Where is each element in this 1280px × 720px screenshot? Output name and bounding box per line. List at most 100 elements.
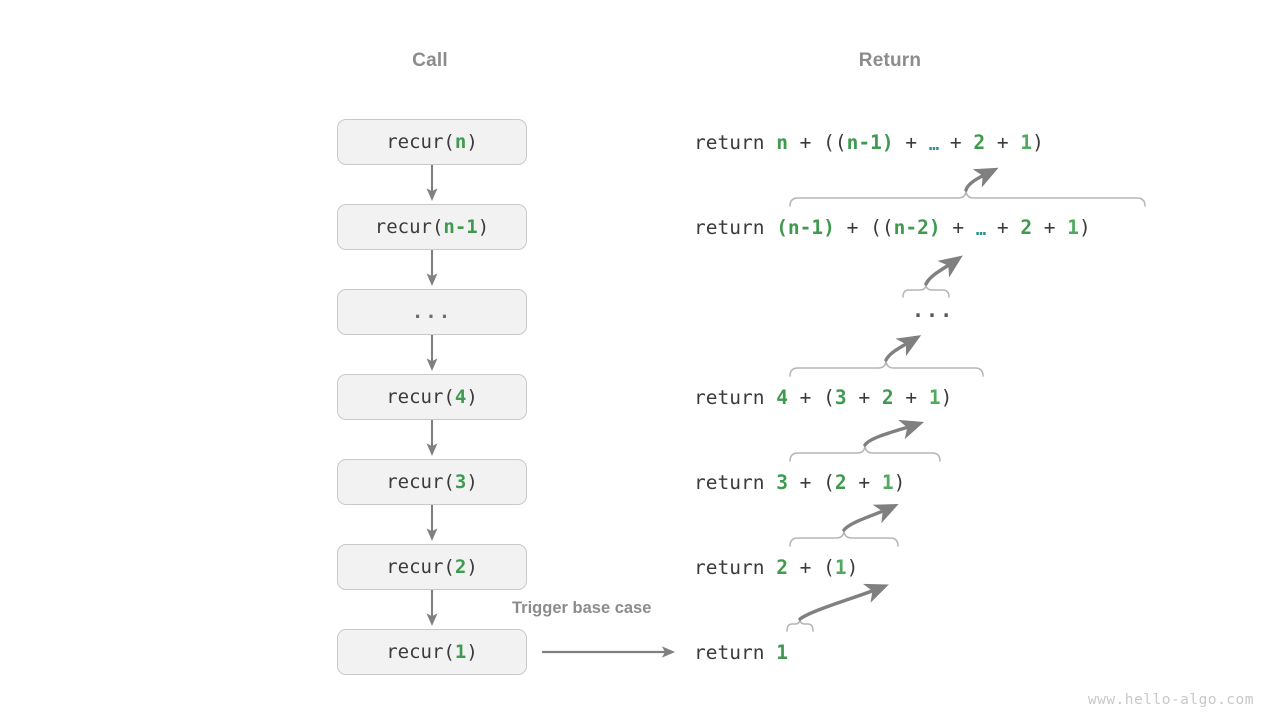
watermark: www.hello-algo.com xyxy=(1087,692,1254,708)
return-keyword: return xyxy=(694,470,777,494)
call-box-arg: 1 xyxy=(454,641,467,663)
return-close-paren: ) xyxy=(846,555,859,579)
return-operand-2: 2 xyxy=(1020,215,1033,239)
return-keyword: return xyxy=(694,215,777,239)
return-middle-ellipsis: ... xyxy=(912,298,955,322)
brace-over-line-4 xyxy=(789,359,984,377)
return-operand-1: 1 xyxy=(776,640,788,664)
return-op: + xyxy=(940,215,976,239)
call-box-suffix: ) xyxy=(466,641,478,663)
return-open-paren: (( xyxy=(870,215,894,239)
return-operand-2: 2 xyxy=(881,385,894,409)
call-box-arg: 2 xyxy=(454,556,467,578)
return-operand-3: 3 xyxy=(776,470,788,494)
return-close-paren-inner: ) xyxy=(928,215,941,239)
return-op: + xyxy=(1032,215,1068,239)
return-arrow-to-line-2 xyxy=(798,583,889,621)
brace-over-middle-dots xyxy=(902,283,950,298)
return-operand-2: 2 xyxy=(834,470,847,494)
call-box-prefix: recur( xyxy=(386,386,455,408)
return-operand-n-1: n-1 xyxy=(846,130,882,154)
return-arrow-to-line-n xyxy=(964,167,999,192)
return-op: + xyxy=(846,385,882,409)
brace-over-line-1 xyxy=(786,618,814,632)
return-operand-2: 2 xyxy=(973,130,986,154)
return-op: + xyxy=(787,555,824,579)
return-op: + xyxy=(787,470,824,494)
return-operand-4: 4 xyxy=(776,385,788,409)
column-header-return: Return xyxy=(858,50,922,71)
return-op: + xyxy=(893,130,929,154)
call-box-arg: n-1 xyxy=(443,216,478,238)
return-line-n: return n + ((n-1) + … + 2 + 1) xyxy=(694,127,1044,157)
return-open-paren: ( xyxy=(823,385,835,409)
return-op: + xyxy=(985,215,1021,239)
call-box-arg: 4 xyxy=(454,386,467,408)
brace-over-line-2 xyxy=(789,529,899,547)
return-close-paren-inner: ) xyxy=(881,130,894,154)
return-ellipsis: … xyxy=(975,220,986,240)
return-open-paren: ( xyxy=(823,470,835,494)
return-operand-1: 1 xyxy=(1067,215,1080,239)
call-box-recur-4: recur(4) xyxy=(337,374,527,420)
return-open-paren: ( xyxy=(823,555,835,579)
return-close-paren: ) xyxy=(893,470,906,494)
brace-over-line-n-1 xyxy=(789,189,1146,207)
return-operand-n-2: n-2 xyxy=(893,215,929,239)
brace-over-line-3 xyxy=(789,444,941,462)
return-op: + xyxy=(834,215,871,239)
call-box-suffix: ) xyxy=(466,131,478,153)
call-box-recur-n: recur(n) xyxy=(337,119,527,165)
return-operand-1: 1 xyxy=(1020,130,1033,154)
return-op: + xyxy=(787,130,824,154)
call-box-recur-1: recur(1) xyxy=(337,629,527,675)
call-box-suffix: ) xyxy=(477,216,490,238)
return-op: + xyxy=(938,130,974,154)
return-close-paren: ) xyxy=(1079,215,1091,239)
return-arrow-to-line-3 xyxy=(842,503,899,532)
return-operand-n-1: (n-1) xyxy=(776,215,835,239)
return-line-n-1: return (n-1) + ((n-2) + … + 2 + 1) xyxy=(694,212,1091,242)
return-op: + xyxy=(846,470,882,494)
call-box-dots: ... xyxy=(411,301,453,323)
column-header-call: Call xyxy=(412,50,448,71)
call-box-prefix: recur( xyxy=(386,641,455,663)
call-box-suffix: ) xyxy=(466,556,478,578)
return-keyword: return xyxy=(694,385,777,409)
return-operand-3: 3 xyxy=(834,385,847,409)
trigger-base-case-label: Trigger base case xyxy=(512,599,652,617)
return-line-3: return 3 + (2 + 1) xyxy=(694,467,905,497)
call-box-prefix: recur( xyxy=(374,216,444,238)
return-operand-1: 1 xyxy=(881,470,894,494)
call-box-suffix: ) xyxy=(466,386,478,408)
return-keyword: return xyxy=(694,555,777,579)
return-op: + xyxy=(985,130,1021,154)
call-box-arg: n xyxy=(454,131,467,153)
return-line-2: return 2 + (1) xyxy=(694,552,858,582)
return-arrow-to-line-4 xyxy=(863,419,925,447)
return-arrow-to-middle-dots xyxy=(884,335,922,362)
call-box-recur-n-1: recur(n-1) xyxy=(337,204,527,250)
call-box-prefix: recur( xyxy=(386,131,455,153)
call-box-arg: 3 xyxy=(454,471,467,493)
return-operand-n: n xyxy=(776,130,788,154)
return-keyword: return xyxy=(694,640,777,664)
call-box-prefix: recur( xyxy=(386,471,455,493)
return-arrow-to-line-n-1 xyxy=(924,255,963,286)
call-box-prefix: recur( xyxy=(386,556,455,578)
return-line-4: return 4 + (3 + 2 + 1) xyxy=(694,382,952,412)
call-box-suffix: ) xyxy=(466,471,478,493)
return-close-paren: ) xyxy=(940,385,953,409)
call-box-ellipsis: ... xyxy=(337,289,527,335)
return-line-1: return 1 xyxy=(694,637,788,667)
return-operand-2: 2 xyxy=(776,555,788,579)
call-box-recur-3: recur(3) xyxy=(337,459,527,505)
return-op: + xyxy=(787,385,824,409)
return-keyword: return xyxy=(694,130,777,154)
return-open-paren: (( xyxy=(823,130,847,154)
return-operand-1: 1 xyxy=(834,555,847,579)
return-close-paren: ) xyxy=(1032,130,1044,154)
return-op: + xyxy=(893,385,929,409)
return-ellipsis: … xyxy=(928,135,939,155)
